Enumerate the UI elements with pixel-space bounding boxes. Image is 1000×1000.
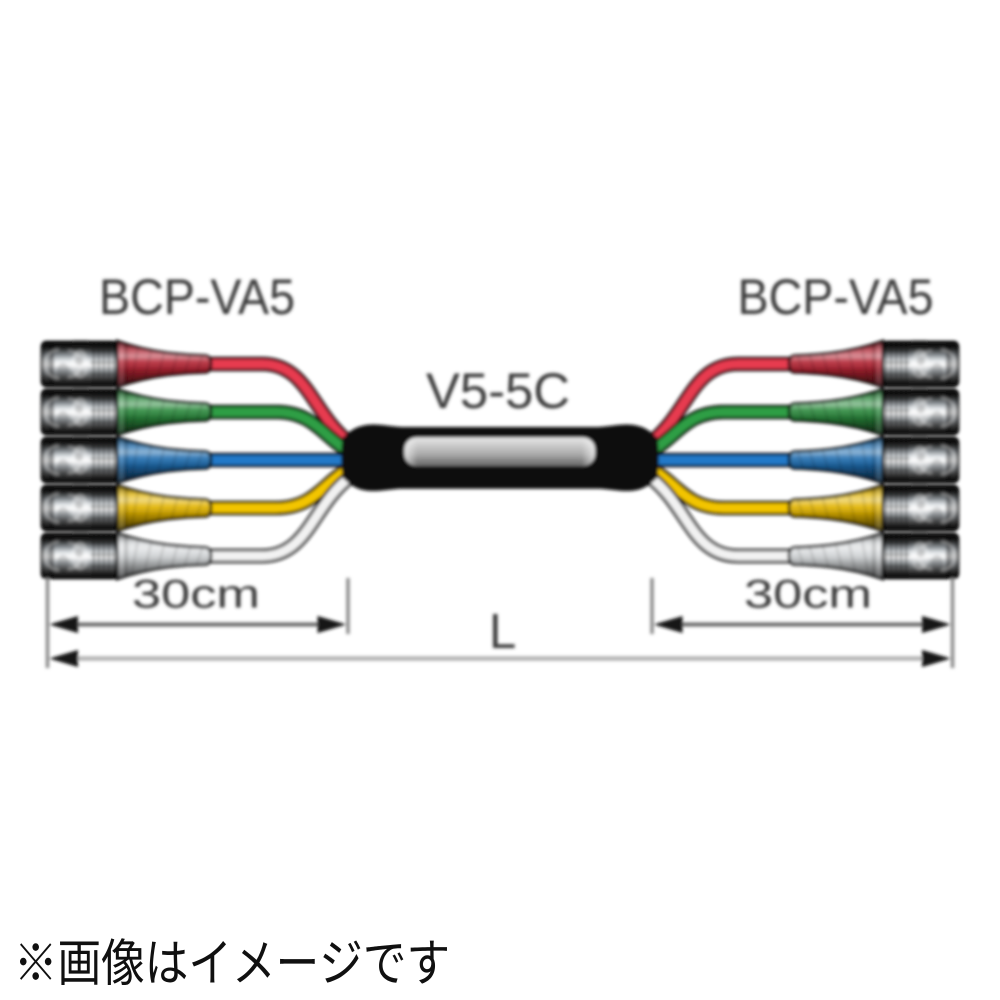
total-length-dimension: L [49,605,951,667]
trunk-cable-bundle [341,424,659,492]
diagram-body: BCP-VA5 BCP-VA5 V5-5C 30cm [42,269,958,668]
right-tail-dimension-label: 30cm [744,573,872,617]
dimension-ticks [45,578,955,668]
left-tail-arrow-right-icon [317,616,347,633]
image-disclaimer-text: ※画像はイメージです [18,930,477,982]
right-tail-arrow-left-icon [653,616,683,633]
right-connector-label: BCP-VA5 [738,269,934,325]
total-length-arrow-left-icon [49,650,78,667]
left-tail-dimension-label: 30cm [132,573,260,617]
image-disclaimer: ※画像はイメージです [18,930,477,986]
trunk-cable-label: V5-5C [426,363,570,419]
total-length-arrow-right-icon [922,650,951,667]
left-connector-label: BCP-VA5 [99,269,295,325]
right-tail-dimension: 30cm [653,573,951,633]
dimension-annotations: 30cm 30cm L [45,573,955,668]
left-tail-dimension: 30cm [49,573,347,633]
total-length-label: L [489,605,516,659]
right-tail-arrow-right-icon [922,616,951,633]
image-disclaimer-glyphs [19,938,447,986]
left-tail-arrow-left-icon [49,616,78,633]
labels: BCP-VA5 BCP-VA5 V5-5C [99,269,934,419]
